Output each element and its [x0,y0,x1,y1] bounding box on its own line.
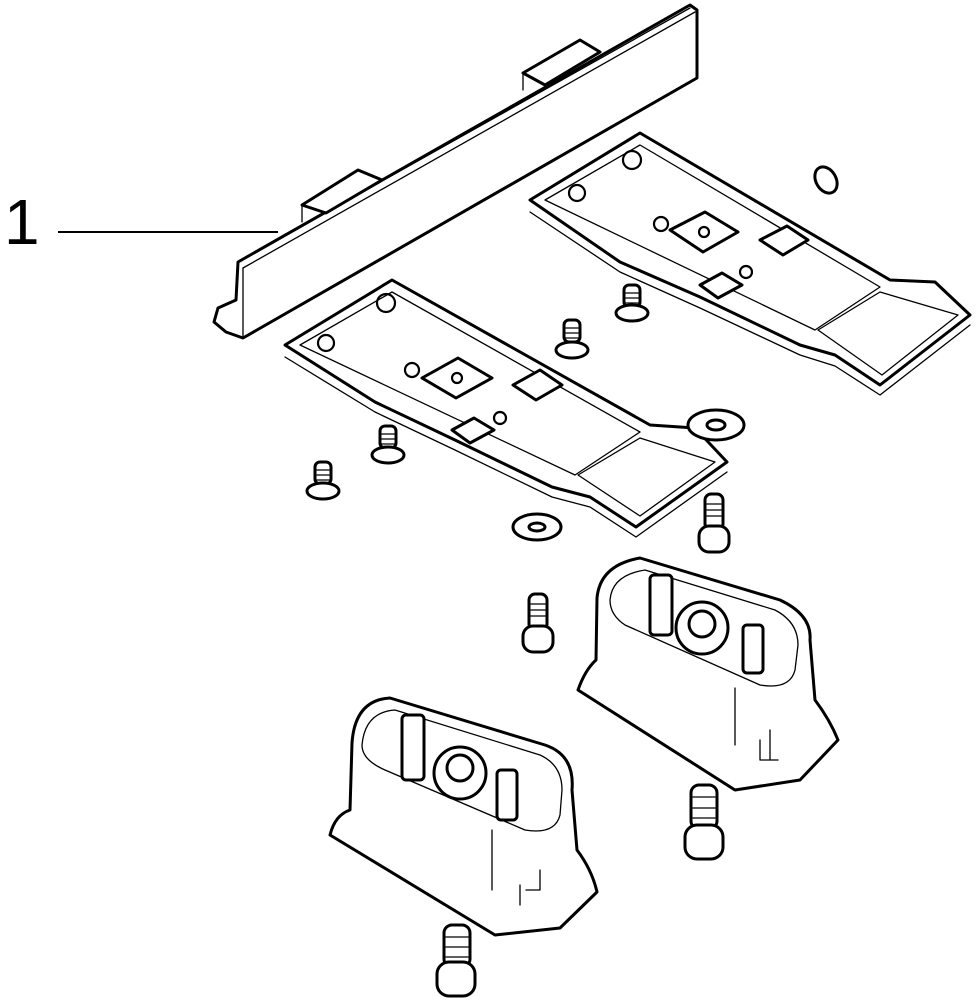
cover-strip [212,3,699,340]
o-ring [813,165,839,195]
countersunk-screw-1 [614,283,650,323]
flat-washer-2 [511,512,563,542]
mounting-plate-lower [283,278,729,538]
housing-block-right [576,556,840,792]
countersunk-screw-2 [554,318,590,360]
socket-head-screw-3 [683,783,725,861]
socket-head-screw-2 [521,592,555,654]
countersunk-screw-4 [305,460,341,501]
mounting-plate-upper [528,131,972,396]
flat-washer-1 [686,408,746,442]
countersunk-screw-3 [370,424,406,465]
callout-label-1: 1 [4,186,40,258]
socket-head-screw-4 [435,923,477,998]
housing-block-left [328,696,599,937]
socket-head-screw-1 [697,492,731,554]
